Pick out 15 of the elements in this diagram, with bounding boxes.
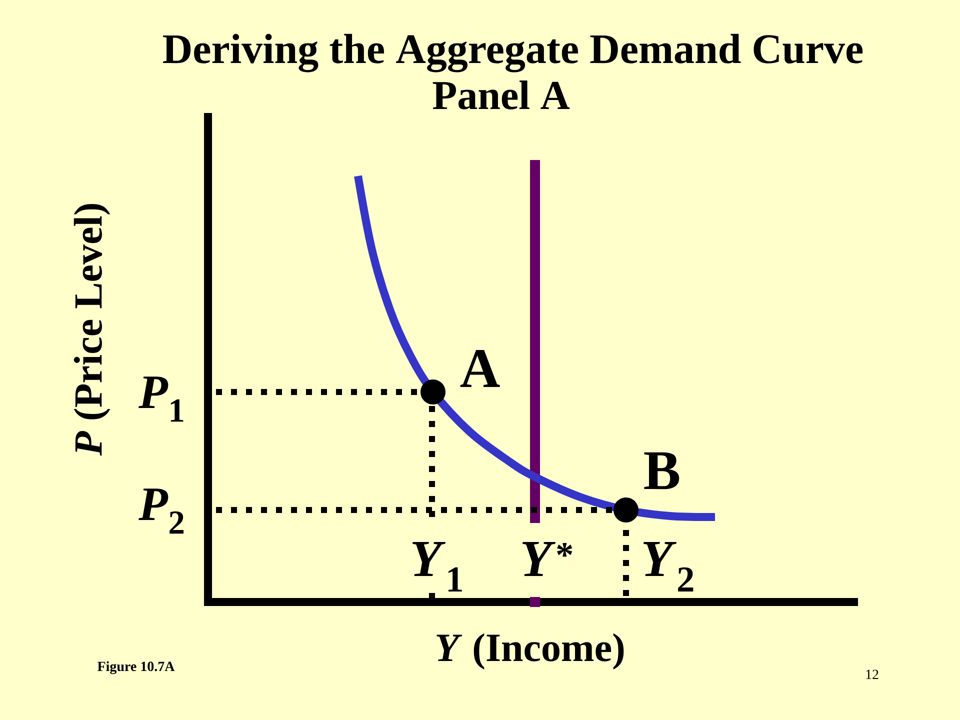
axis-label: P (Price Level)	[74, 204, 110, 456]
value-label: Y$^{*}$	[522, 542, 572, 576]
value-label: Y$_{1}$	[412, 542, 462, 592]
page-number: 12	[866, 670, 878, 679]
point-dot	[614, 498, 638, 522]
point-dot	[420, 380, 446, 404]
value-label: Y$_{2}$	[643, 542, 694, 592]
point-label: A	[460, 350, 500, 387]
point-label: B	[644, 452, 680, 490]
value-label: P$_{1}$	[138, 376, 184, 422]
figure-number: Figure 10.7A	[97, 661, 175, 674]
axis-label: Y (Income)	[436, 633, 624, 670]
subtitle: Panel A	[432, 80, 570, 110]
value-label: P$_{2}$	[138, 488, 184, 534]
title: Deriving the Aggregate Demand Curve	[163, 34, 863, 72]
